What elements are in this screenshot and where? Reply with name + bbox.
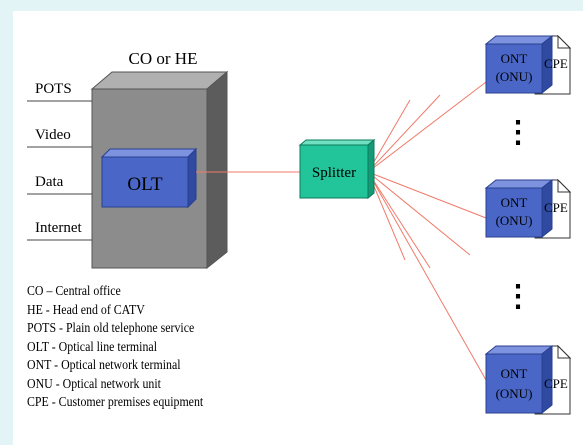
ont-unit-1: ONT (ONU) CPE (484, 34, 572, 95)
more-units-ellipsis: ⋮ (503, 116, 533, 149)
fiber-line (367, 171, 471, 256)
onu-label: (ONU) (496, 69, 533, 84)
abbreviation-legend: CO – Central office HE - Head end of CAT… (27, 282, 203, 412)
olt-box-top (100, 148, 198, 158)
fiber-line (367, 171, 487, 381)
cpe-label: CPE (544, 376, 568, 391)
fiber-line (367, 81, 487, 173)
service-label-data: Data (35, 174, 64, 190)
cpe-page-fold (557, 178, 572, 193)
ont-label: ONT (501, 366, 528, 381)
co-he-label: CO or HE (129, 49, 198, 68)
cpe-label: CPE (544, 200, 568, 215)
olt-box (100, 147, 198, 209)
fiber-line (367, 171, 431, 269)
onu-label: (ONU) (496, 386, 533, 401)
splitter-box (298, 138, 376, 200)
fiber-line (367, 94, 441, 173)
service-label-pots: POTS (35, 81, 72, 97)
legend-item-onu: ONU - Optical network unit (27, 375, 161, 391)
ont-unit-2: ONT (ONU) CPE (484, 178, 572, 239)
legend-item-co: CO – Central office (27, 283, 121, 298)
cpe-page-fold (557, 344, 572, 359)
co-box-top (90, 71, 229, 90)
splitter-side (367, 138, 375, 200)
ont-box-front (485, 43, 543, 94)
service-lines (27, 100, 92, 241)
fiber-fanout (367, 81, 487, 381)
ont-box-front (485, 187, 543, 238)
ont-box-top (484, 345, 554, 355)
fiber-line (367, 171, 487, 219)
onu-label: (ONU) (496, 213, 533, 228)
service-label-video: Video (35, 127, 71, 143)
olt-box-front (101, 156, 189, 208)
legend-item-ont: ONT - Optical network terminal (27, 357, 181, 372)
ont-label: ONT (501, 51, 528, 66)
legend-item-olt: OLT - Optical line terminal (27, 338, 157, 354)
cpe-label: CPE (544, 56, 568, 71)
legend-item-pots: POTS - Plain old telephone service (27, 320, 195, 335)
splitter-front (299, 144, 369, 199)
ont-unit-3: ONT (ONU) CPE (484, 344, 572, 415)
fiber-line (367, 99, 411, 173)
service-label-internet: Internet (35, 220, 82, 236)
co-box-side (206, 70, 228, 270)
splitter-label: Splitter (312, 165, 356, 181)
ont-box-top (484, 35, 554, 45)
ont-label: ONT (501, 195, 528, 210)
ont-box-front (485, 353, 543, 414)
olt-label: OLT (127, 174, 163, 195)
splitter-top (298, 139, 376, 146)
more-units-ellipsis: ⋮ (503, 280, 533, 313)
legend-item-cpe: CPE - Customer premises equipment (27, 394, 204, 409)
olt-box-side (187, 147, 197, 209)
ont-box-top (484, 179, 554, 189)
cpe-page-fold (557, 34, 572, 49)
legend-item-he: HE - Head end of CATV (27, 301, 145, 317)
